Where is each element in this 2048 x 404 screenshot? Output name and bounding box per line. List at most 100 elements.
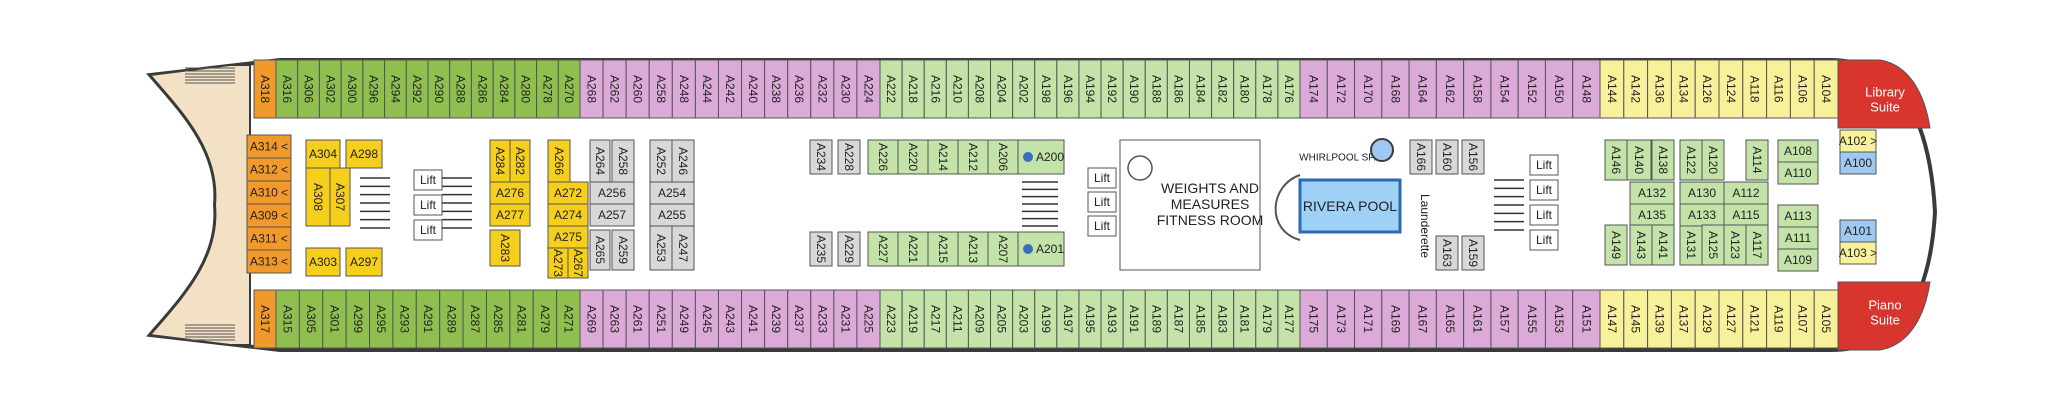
cabin-a285[interactable]: A285 — [485, 289, 511, 349]
cabin-a248[interactable]: A248 — [671, 59, 696, 119]
cabin-label[interactable]: A315 — [281, 305, 295, 333]
cabin-a259[interactable]: A259 — [611, 229, 635, 271]
cabin-a225[interactable]: A225 — [856, 289, 881, 349]
cabin-label[interactable]: A220 — [906, 143, 920, 171]
cabin-label[interactable]: A171 — [1361, 305, 1375, 333]
cabin-a126[interactable]: A126 — [1694, 59, 1720, 119]
cabin-label[interactable]: A144 — [1605, 75, 1619, 103]
cabin-label[interactable]: A236 — [792, 75, 806, 103]
cabin-label[interactable]: A239 — [769, 305, 783, 333]
cabin-a251[interactable]: A251 — [648, 289, 673, 349]
cabin-a270[interactable]: A270 — [557, 59, 581, 119]
cabin-label[interactable]: A241 — [746, 305, 760, 333]
cabin-label[interactable]: A215 — [936, 235, 950, 263]
cabin-label[interactable]: A296 — [367, 75, 381, 103]
cabin-label[interactable]: A291 — [421, 305, 435, 333]
cabin-a161[interactable]: A161 — [1463, 289, 1492, 349]
cabin-a244[interactable]: A244 — [694, 59, 719, 119]
cabin-a191[interactable]: A191 — [1122, 289, 1146, 349]
cabin-a192[interactable]: A192 — [1100, 59, 1124, 119]
cabin-a115[interactable]: A115 — [1723, 203, 1769, 227]
cabin-label[interactable]: A183 — [1216, 305, 1230, 333]
cabin-label[interactable]: A214 — [936, 143, 950, 171]
cabin-label[interactable]: A255 — [658, 208, 686, 222]
cabin-a132[interactable]: A132 — [1629, 181, 1675, 205]
cabin-a138[interactable]: A138 — [1651, 139, 1675, 181]
cabin-a261[interactable]: A261 — [625, 289, 650, 349]
cabin-label[interactable]: A193 — [1105, 305, 1119, 333]
cabin-a111[interactable]: A111 — [1777, 226, 1819, 250]
cabin-a255[interactable]: A255 — [649, 203, 695, 227]
cabin-label[interactable]: A307 — [333, 183, 347, 211]
cabin-label[interactable]: A230 — [838, 75, 852, 103]
cabin-label[interactable]: A145 — [1629, 305, 1643, 333]
cabin-label[interactable]: A224 — [861, 75, 875, 103]
cabin-label[interactable]: A204 — [995, 75, 1009, 103]
cabin-a217[interactable]: A217 — [923, 289, 947, 349]
cabin-a228[interactable]: A228 — [837, 139, 861, 175]
cabin-label[interactable]: A278 — [540, 75, 554, 103]
cabin-a182[interactable]: A182 — [1211, 59, 1235, 119]
cabin-a252[interactable]: A252 — [649, 139, 673, 183]
cabin-label[interactable]: A237 — [792, 305, 806, 333]
cabin-label[interactable]: A158 — [1470, 75, 1484, 103]
cabin-a216[interactable]: A216 — [923, 59, 947, 119]
cabin-a183[interactable]: A183 — [1211, 289, 1235, 349]
cabin-a181[interactable]: A181 — [1233, 289, 1257, 349]
cabin-label[interactable]: A300 — [345, 75, 359, 103]
cabin-label[interactable]: A205 — [995, 305, 1009, 333]
cabin-a186[interactable]: A186 — [1166, 59, 1190, 119]
cabin-label[interactable]: A244 — [700, 75, 714, 103]
cabin-a187[interactable]: A187 — [1166, 289, 1190, 349]
cabin-label[interactable]: A276 — [496, 186, 524, 200]
cabin-a292[interactable]: A292 — [405, 59, 429, 119]
cabin-label[interactable]: A119 — [1772, 305, 1786, 332]
cabin-label[interactable]: A257 — [598, 208, 626, 222]
cabin-label[interactable]: A167 — [1416, 305, 1430, 333]
cabin-a281[interactable]: A281 — [509, 289, 534, 349]
cabin-label[interactable]: A233 — [815, 305, 829, 333]
cabin-a143[interactable]: A143 — [1629, 224, 1653, 266]
cabin-label[interactable]: A286 — [475, 75, 489, 103]
cabin-label[interactable]: A197 — [1061, 305, 1075, 333]
cabin-a219[interactable]: A219 — [901, 289, 925, 349]
cabin-label[interactable]: A133 — [1688, 208, 1716, 222]
cabin-a245[interactable]: A245 — [694, 289, 719, 349]
cabin-label[interactable]: A168 — [1388, 75, 1402, 103]
cabin-a158[interactable]: A158 — [1463, 59, 1492, 119]
cabin-label[interactable]: A162 — [1443, 75, 1457, 103]
cabin-label[interactable]: A178 — [1260, 75, 1274, 103]
cabin-label[interactable]: A272 — [554, 186, 582, 200]
cabin-label[interactable]: A109 — [1784, 253, 1812, 267]
cabin-a238[interactable]: A238 — [764, 59, 789, 119]
cabin-a198[interactable]: A198 — [1034, 59, 1058, 119]
cabin-label[interactable]: A137 — [1676, 305, 1690, 333]
cabin-label[interactable]: A222 — [884, 75, 898, 103]
cabin-a131[interactable]: A131 — [1679, 224, 1703, 266]
cabin-label[interactable]: A150 — [1552, 75, 1566, 103]
cabin-label[interactable]: A101 — [1844, 224, 1872, 238]
cabin-label[interactable]: A152 — [1525, 75, 1539, 103]
cabin-a283[interactable]: A283 — [489, 229, 521, 267]
cabin-label[interactable]: A191 — [1127, 305, 1141, 333]
cabin-a286[interactable]: A286 — [470, 59, 494, 119]
cabin-label[interactable]: A181 — [1238, 305, 1252, 333]
cabin-a205[interactable]: A205 — [990, 289, 1014, 349]
cabin-label[interactable]: A271 — [561, 305, 575, 333]
cabin-a144[interactable]: A144 — [1599, 59, 1625, 119]
cabin-a221[interactable]: A221 — [897, 231, 929, 267]
cabin-label[interactable]: A225 — [861, 305, 875, 333]
cabin-a231[interactable]: A231 — [833, 289, 858, 349]
cabin-a112[interactable]: A112 — [1723, 181, 1769, 205]
cabin-a241[interactable]: A241 — [741, 289, 766, 349]
cabin-label[interactable]: A182 — [1216, 75, 1230, 103]
cabin-a170[interactable]: A170 — [1354, 59, 1383, 119]
cabin-a297[interactable]: A297 — [345, 247, 383, 277]
cabin-a169[interactable]: A169 — [1381, 289, 1410, 349]
cabin-a315[interactable]: A315 — [275, 289, 300, 349]
cabin-label[interactable]: A309 < — [250, 209, 288, 223]
cabin-a207[interactable]: A207 — [987, 231, 1019, 267]
cabin-a105[interactable]: A105 — [1813, 289, 1839, 349]
cabin-a165[interactable]: A165 — [1435, 289, 1465, 349]
cabin-label[interactable]: A206 — [996, 143, 1010, 171]
